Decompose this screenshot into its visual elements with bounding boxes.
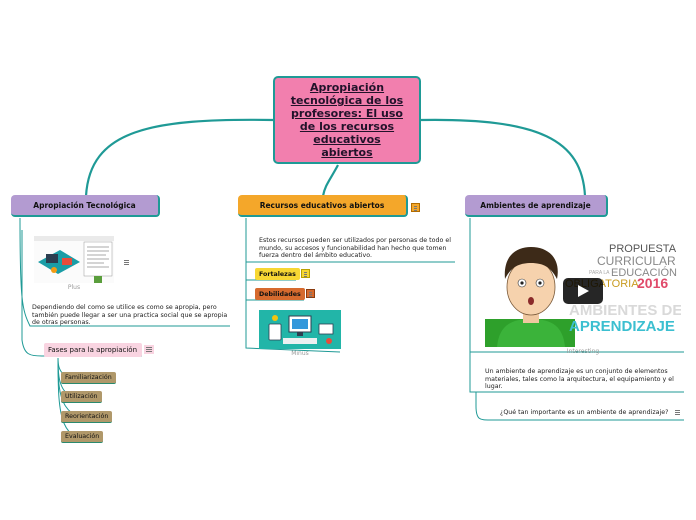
notes-icon[interactable] — [673, 408, 682, 417]
image-caption-interesting: Interesting — [566, 348, 600, 355]
topic-fases-apropiacion[interactable]: Fases para la apropiación — [44, 343, 142, 357]
apropiacion-description: Dependiendo del como se utilice es como … — [32, 304, 228, 327]
topic-label: Apropiación Tecnológica — [33, 200, 136, 210]
notes-icon[interactable] — [301, 269, 310, 278]
topic-debilidades[interactable]: Debilidades — [255, 288, 305, 300]
image-caption-plus: Plus — [67, 284, 81, 291]
topic-label: Recursos educativos abiertos — [259, 200, 385, 210]
notes-icon[interactable] — [306, 289, 315, 298]
image-text-year: 2016 — [637, 275, 668, 291]
topic-recursos-educativos-abiertos[interactable]: Recursos educativos abiertos — [238, 195, 408, 217]
central-title: Apropiación tecnológica de los profesore… — [290, 81, 404, 159]
ambientes-description: Un ambiente de aprendizaje es un conjunt… — [485, 368, 674, 391]
image-text-line1: PROPUESTA — [609, 243, 677, 255]
central-topic[interactable]: Apropiación tecnológica de los profesore… — [273, 76, 421, 164]
image-text-line2: CURRICULAR — [597, 254, 676, 268]
notes-icon[interactable] — [122, 258, 131, 267]
topic-question[interactable]: ¿Qué tan importante es un ambiente de ap… — [500, 409, 669, 416]
image-text-line3b: EDUCACIÓN — [611, 266, 677, 279]
technology-illustration — [34, 236, 114, 283]
topic-ambientes-aprendizaje[interactable]: Ambientes de aprendizaje — [465, 195, 608, 217]
image-text-big1: AMBIENTES DE — [569, 302, 681, 319]
notes-icon[interactable] — [411, 203, 420, 212]
image-caption-minus: Minus — [291, 350, 309, 357]
play-icon — [578, 285, 589, 297]
recursos-description: Estos recursos pueden ser utilizados por… — [259, 237, 451, 260]
phase-reorientacion[interactable]: Reorientación — [61, 411, 113, 423]
notes-icon[interactable] — [144, 345, 154, 354]
phase-familiarizacion[interactable]: Familiarización — [61, 372, 116, 384]
topic-label: Fases para la apropiación — [48, 346, 138, 354]
topic-fortalezas[interactable]: Fortalezas — [255, 268, 300, 280]
devices-illustration — [259, 310, 341, 349]
topic-apropiacion-tecnologica[interactable]: Apropiación Tecnológica — [11, 195, 160, 217]
topic-label: Ambientes de aprendizaje — [480, 200, 591, 210]
phase-utilizacion[interactable]: Utilización — [61, 391, 102, 403]
image-text-line3a: PARA LA — [589, 270, 610, 276]
ambientes-video-thumbnail[interactable]: PROPUESTA CURRICULAR PARA LA EDUCACIÓN O… — [485, 237, 681, 347]
phase-evaluacion[interactable]: Evaluación — [61, 431, 104, 443]
image-text-big2: APRENDIZAJE — [569, 318, 675, 335]
